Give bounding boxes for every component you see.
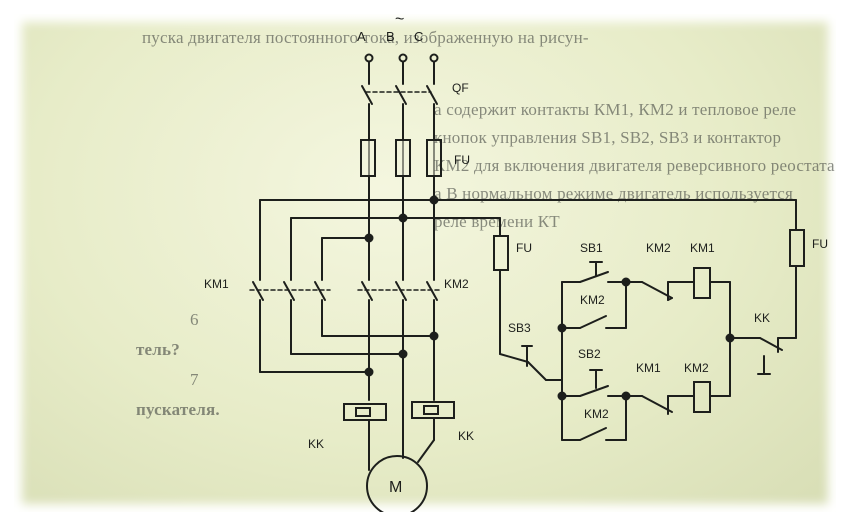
control-fuse-left — [493, 235, 509, 271]
text-line: тель? — [136, 340, 180, 359]
text-line: КМ2 для включения двигателя реверсивного… — [434, 156, 835, 175]
text-line: 6 — [190, 310, 199, 329]
km1-coil — [693, 267, 711, 299]
kk-left-label: KK — [308, 437, 324, 451]
background-text: пуска двигателя постоянного тока, изобра… — [14, 14, 836, 512]
fu-ctrl-left-label: FU — [516, 241, 532, 255]
km1-power-label: KM1 — [204, 277, 229, 291]
text-line: кнопок управления SB1, SB2, SB3 и контак… — [434, 128, 782, 147]
text-line: 7 — [190, 370, 199, 389]
text-line: пуска двигателя постоянного тока, изобра… — [142, 28, 589, 47]
sb1-label: SB1 — [580, 241, 603, 255]
sb3-stop-button — [499, 345, 547, 381]
sb3-label: SB3 — [508, 321, 531, 335]
km1-lower-header-label: KM1 — [636, 361, 661, 375]
km2-lower-header-label: KM2 — [684, 361, 709, 375]
terminal-b — [398, 53, 408, 63]
terminal-a — [364, 53, 374, 63]
motor-symbol — [366, 455, 428, 512]
thermal-relay-right — [411, 401, 455, 419]
kk-right-label: KK — [458, 429, 474, 443]
phase-label-a: A — [357, 29, 366, 44]
km1-top-header-label: KM1 — [690, 241, 715, 255]
kk-ctrl-label: KK — [754, 311, 770, 325]
text-line: реле времени КТ — [434, 212, 560, 231]
text-line: а В нормальном режиме двигатель использу… — [434, 184, 794, 203]
qf-label: QF — [452, 81, 469, 95]
km2-hold-lower-label: KM2 — [584, 407, 609, 421]
sb1-start-button — [579, 261, 609, 283]
control-fuse-right — [789, 229, 805, 267]
thermal-relay-left — [343, 403, 387, 421]
km2-top-header-label: KM2 — [646, 241, 671, 255]
phase-label-b: B — [386, 29, 395, 44]
motor-label: M — [389, 479, 402, 496]
ac-tilde-symbol: ~ — [395, 14, 404, 28]
km2-hold-upper-label: KM2 — [580, 293, 605, 307]
main-fuses — [360, 139, 442, 177]
km2-coil — [693, 381, 711, 413]
text-line: а содержит контакты КМ1, КМ2 и тепловое … — [434, 100, 797, 119]
km1-power-contacts — [249, 281, 331, 373]
qf-breaker — [361, 61, 438, 141]
sb2-label: SB2 — [578, 347, 601, 361]
km2-power-label: KM2 — [444, 277, 469, 291]
photo-page: пуска двигателя постоянного тока, изобра… — [14, 14, 836, 512]
fu-ctrl-right-label: FU — [812, 237, 828, 251]
phase-label-c: C — [414, 29, 423, 44]
sb2-start-button — [579, 369, 609, 397]
motor-reversing-circuit-diagram: A B C ~ QF — [204, 14, 828, 512]
terminal-c — [429, 53, 439, 63]
text-line: пускателя. — [136, 400, 220, 419]
kk-thermal-contact — [757, 337, 783, 375]
km2-power-contacts — [357, 281, 441, 401]
fu-main-label: FU — [454, 153, 470, 167]
